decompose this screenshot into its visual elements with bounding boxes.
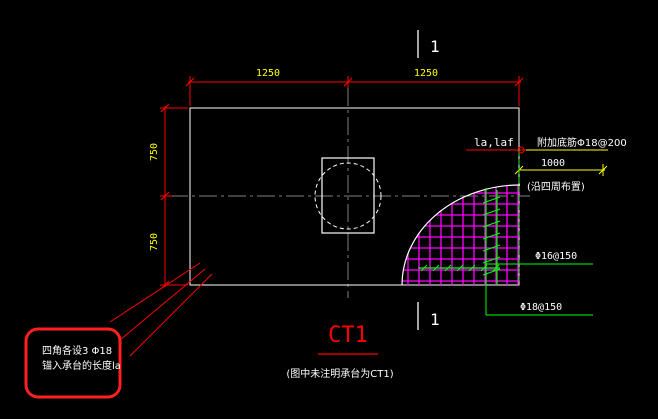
phi18-label: Φ18@150 (520, 302, 562, 313)
rebar-tick (468, 264, 476, 272)
dim-left-lower: 750 (149, 233, 160, 251)
rebar-tick (482, 220, 501, 228)
left-dimension (160, 103, 188, 290)
pile-circle[interactable] (314, 162, 382, 230)
dim-top-right: 1250 (414, 68, 438, 79)
top-dimension (185, 76, 524, 106)
corner-diagonal-bars (109, 262, 213, 357)
cap-note: (图中未注明承台为CT1) (286, 367, 393, 380)
dim-top-left: 1250 (256, 68, 280, 79)
leader-lines (466, 146, 593, 316)
around-layout-label: (沿四周布置) (527, 181, 585, 193)
rebar-tick (482, 244, 501, 252)
rebar-tick (482, 232, 501, 240)
add-bottom-rebar-label: 附加底筋Φ18@200 (537, 136, 627, 149)
rebar-tick (432, 264, 440, 272)
cap-id: CT1 (328, 323, 368, 348)
rebar-tick (456, 264, 464, 272)
section-label-bottom: 1 (430, 310, 440, 329)
dim-radius: 1000 (541, 158, 565, 169)
green-rebar-marks (418, 188, 500, 285)
section-label-top: 1 (430, 37, 440, 56)
corner-note-line1: 四角各设3 Φ18 (42, 344, 112, 357)
la-laf-label: la,laf (474, 136, 514, 149)
corner-arc[interactable] (401, 184, 521, 286)
corner-note-highlight[interactable] (24, 327, 122, 399)
rebar-tick (420, 264, 428, 272)
rebar-tick (482, 256, 501, 264)
rebar-tick (482, 196, 501, 204)
column-outline[interactable] (321, 157, 375, 234)
rebar-tick (480, 264, 488, 272)
rebar-tick (482, 208, 501, 216)
rebar-tick (492, 264, 500, 272)
dim-left-upper: 750 (149, 143, 160, 161)
rebar-tick (482, 268, 501, 276)
rebar-tick (444, 264, 452, 272)
corner-note-line2: 锚入承台的长度la (42, 359, 121, 372)
phi16-label: Φ16@150 (535, 251, 577, 262)
